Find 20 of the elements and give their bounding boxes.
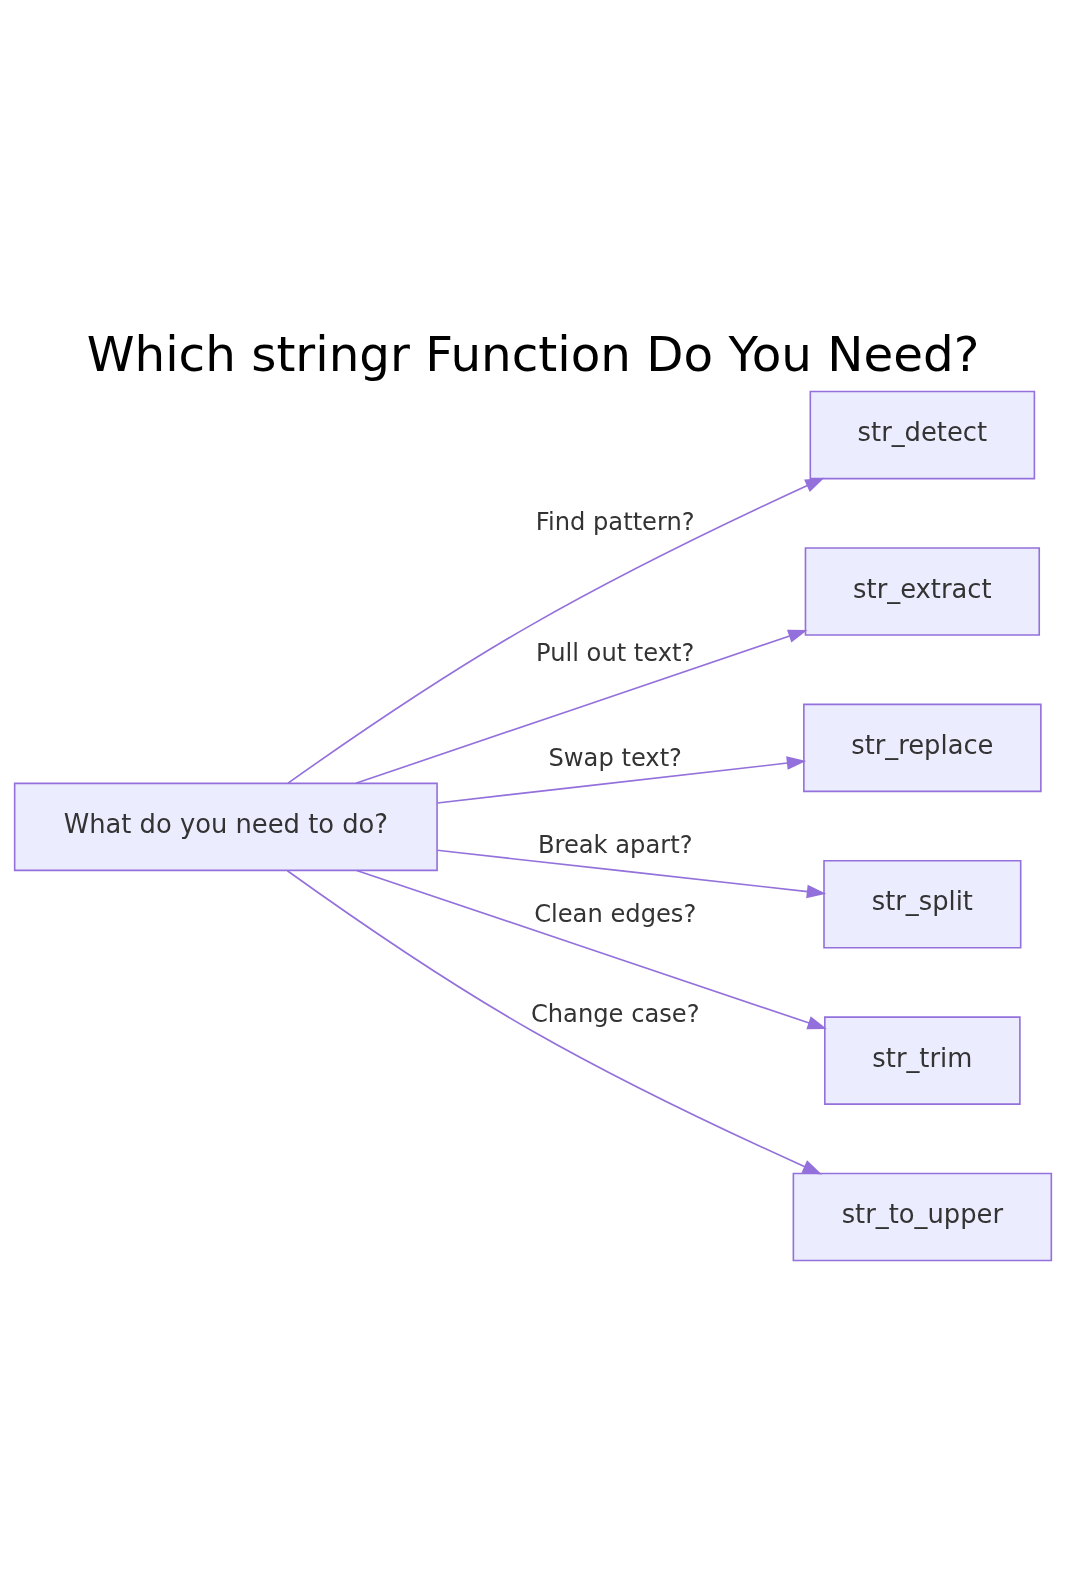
arrow [436,849,827,899]
diagram-title: Which stringr Function Do You Need? [86,325,980,382]
node-box: str_extract [804,547,1041,636]
arrow [436,756,807,804]
node-box: str_replace [803,703,1042,793]
arrow [355,869,827,1030]
edge-label: Change case? [530,999,700,1028]
node-box: str_trim [824,1016,1021,1105]
edge-label: Find pattern? [535,508,695,537]
edge-label: Clean edges? [534,899,697,928]
edge-label: Swap text? [548,743,682,772]
node-box: str_split [823,859,1022,949]
arrow [287,477,825,784]
edge-label: Break apart? [537,830,693,859]
arrow [355,629,808,785]
arrow [286,869,822,1175]
node-box: str_to_upper [792,1172,1053,1262]
edge-label: Pull out text? [536,638,695,667]
node-box: What do you need to do? [13,782,438,872]
node-box: str_detect [809,390,1036,480]
